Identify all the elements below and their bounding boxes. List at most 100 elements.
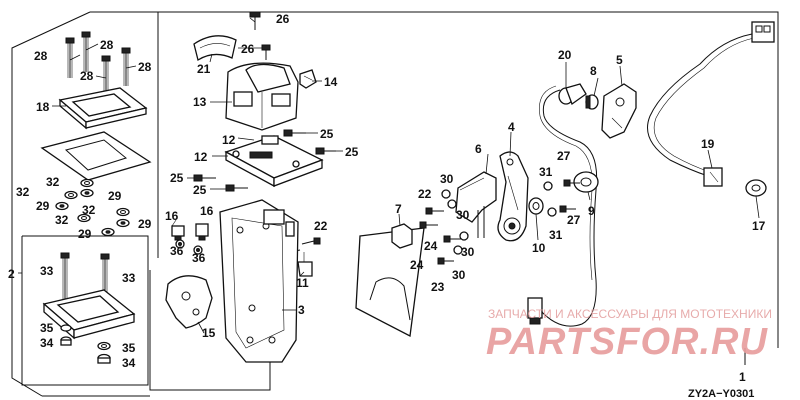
callout-4: 4 — [508, 120, 515, 134]
washers-36 — [175, 239, 203, 255]
callout-29d: 29 — [78, 227, 92, 241]
plate-18 — [58, 87, 148, 130]
callout-22b: 22 — [418, 187, 432, 201]
callout-23: 23 — [431, 280, 445, 294]
callout-25d: 25 — [193, 183, 207, 197]
nut-row-2 — [55, 190, 78, 211]
callout-30b: 30 — [456, 208, 470, 222]
callout-9: 9 — [588, 204, 595, 218]
screw-23 — [437, 257, 454, 265]
connector-bottom — [527, 297, 543, 325]
bolt-28-d — [121, 47, 131, 86]
callout-35a: 35 — [40, 321, 54, 335]
callout-28d: 28 — [138, 60, 152, 74]
cover-13 — [225, 62, 299, 131]
screw-26-top — [249, 11, 261, 30]
callout-7: 7 — [395, 202, 402, 216]
callout-26a: 26 — [276, 12, 290, 26]
screw-25-c — [193, 174, 216, 182]
callout-13: 13 — [193, 95, 207, 109]
watermark: ЗАПЧАСТИ И АКСЕССУАРЫ ДЛЯ МОТОТЕХНИКИ PA… — [486, 307, 772, 363]
leader-lines — [18, 17, 760, 334]
knob-20 — [558, 83, 587, 106]
watermark-caption: ЗАПЧАСТИ И АКСЕССУАРЫ ДЛЯ МОТОТЕХНИКИ — [488, 307, 772, 321]
cable-assembly — [527, 83, 637, 327]
cap-21 — [193, 35, 237, 62]
callout-29a: 29 — [108, 189, 122, 203]
callout-1: 1 — [739, 370, 746, 384]
lower-plate-assembly — [42, 252, 136, 364]
callout-28c: 28 — [80, 69, 94, 83]
callout-25a: 25 — [320, 127, 334, 141]
callout-36a: 36 — [170, 244, 184, 258]
nut-row-3 — [116, 207, 130, 228]
screw-27-b — [559, 205, 576, 213]
nuts-34 — [60, 336, 111, 364]
control-body — [165, 199, 321, 363]
cover-assembly — [193, 11, 336, 192]
screw-24-b — [419, 221, 438, 229]
callout-29b: 29 — [36, 199, 50, 213]
nut-row-1 — [80, 178, 94, 198]
callout-32a: 32 — [46, 175, 60, 189]
top-plate-assembly — [40, 31, 152, 237]
callout-25b: 25 — [345, 145, 359, 159]
washers-31 — [543, 181, 557, 217]
bolt-28-c — [101, 55, 111, 92]
nut-row-4 — [77, 213, 115, 237]
gasket-sheet — [355, 227, 425, 338]
callout-34b: 34 — [122, 356, 136, 370]
bushing-9 — [573, 171, 599, 193]
callout-32c: 32 — [82, 203, 96, 217]
callout-32b: 32 — [16, 185, 30, 199]
callout-33a: 33 — [40, 264, 54, 278]
callout-31a: 31 — [539, 165, 553, 179]
callout-34a: 34 — [40, 336, 54, 350]
callout-3: 3 — [298, 303, 305, 317]
lower-plate — [42, 289, 136, 340]
callout-18: 18 — [36, 100, 50, 114]
callout-12a: 12 — [222, 133, 236, 147]
callout-12b: 12 — [194, 150, 208, 164]
knob-8 — [585, 94, 599, 110]
callout-30d: 30 — [452, 268, 466, 282]
block-7 — [391, 223, 413, 249]
screw-25-a — [283, 129, 306, 137]
callout-35b: 35 — [122, 341, 136, 355]
screw-25-d — [225, 184, 248, 192]
callout-19: 19 — [701, 137, 715, 151]
callout-30a: 30 — [440, 172, 454, 186]
washers-35 — [60, 324, 111, 351]
clip-14 — [299, 69, 317, 89]
screw-22-right — [425, 207, 444, 215]
callout-24a: 24 — [424, 239, 438, 253]
callout-33b: 33 — [122, 271, 136, 285]
callout-10: 10 — [532, 241, 546, 255]
switch-16-a — [171, 219, 185, 241]
screw-25-b — [315, 147, 336, 155]
callout-21: 21 — [197, 62, 211, 76]
body-3 — [219, 199, 299, 363]
callout-2: 2 — [8, 267, 15, 281]
callout-32d: 32 — [55, 213, 69, 227]
callout-25c: 25 — [170, 171, 184, 185]
callout-28b: 28 — [100, 38, 114, 52]
cable-loop — [539, 85, 598, 327]
bolt-33-a — [60, 252, 70, 300]
callout-30c: 30 — [461, 245, 475, 259]
callout-24b: 24 — [410, 258, 424, 272]
callout-22a: 22 — [314, 219, 328, 233]
callout-11: 11 — [296, 276, 309, 290]
switch-16-b — [195, 223, 209, 241]
clamp-11 — [297, 252, 313, 277]
callout-36b: 36 — [192, 251, 206, 265]
callout-26b: 26 — [241, 42, 255, 56]
bracket-12 — [224, 135, 324, 188]
holder-6 — [455, 171, 497, 238]
lever-4 — [497, 151, 529, 242]
callout-5: 5 — [616, 53, 623, 67]
callout-31b: 31 — [549, 228, 563, 242]
screw-22-left — [301, 237, 321, 245]
